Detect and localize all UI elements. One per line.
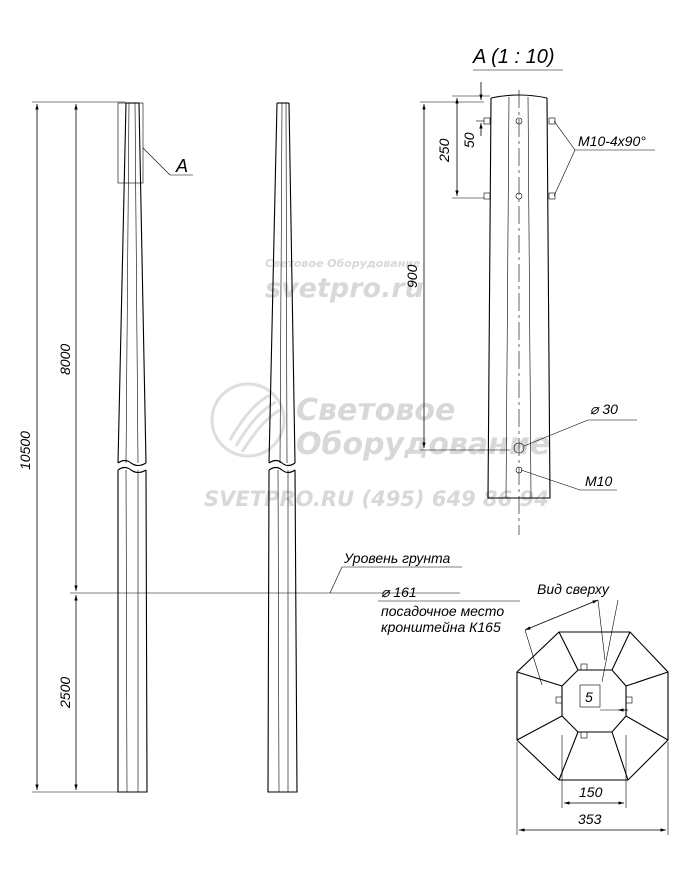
ground-annotations: Уровень грунта ⌀ 161 посадочное место кр… bbox=[329, 550, 520, 635]
dim-inner-label: 150 bbox=[579, 784, 603, 800]
thickness-label: 5 bbox=[585, 689, 593, 705]
watermark-company-small: Световое Оборудование bbox=[265, 257, 421, 270]
detail-title: A (1 : 10) bbox=[472, 46, 555, 68]
ground-level-label: Уровень грунта bbox=[343, 550, 451, 566]
detail-a-frame bbox=[117, 102, 144, 184]
detail-a: A (1 : 10) 250 50 900 M10-4x90° bbox=[404, 46, 655, 535]
dim-250-label: 250 bbox=[436, 138, 452, 163]
watermark-word1: Световое bbox=[296, 393, 455, 428]
dim-above-label: 8000 bbox=[57, 344, 73, 375]
watermark-logo-icon bbox=[210, 382, 286, 458]
pole-side-view bbox=[267, 102, 298, 793]
m10-label: M10 bbox=[585, 473, 612, 489]
top-view: Вид сверху 5 150 bbox=[516, 581, 669, 835]
diameter-label: ⌀ 161 bbox=[381, 584, 417, 600]
hole-label: ⌀ 30 bbox=[590, 401, 618, 417]
bolts-label: M10-4x90° bbox=[578, 133, 646, 149]
watermark-word2: Оборудование bbox=[296, 427, 550, 462]
side-dimensions: 10500 8000 2500 bbox=[17, 101, 460, 793]
dim-50-label: 50 bbox=[461, 132, 477, 148]
dim-outer-label: 353 bbox=[578, 811, 602, 827]
watermark-site-phone: SVETPRO.RU (495) 649 86 94 bbox=[204, 487, 549, 511]
dim-below-label: 2500 bbox=[57, 677, 73, 709]
pole-front-view: A bbox=[117, 102, 193, 793]
top-view-title: Вид сверху bbox=[537, 581, 610, 597]
watermark: Световое Оборудование svetpro.ru Светово… bbox=[204, 257, 550, 511]
callout-a-label: A bbox=[175, 156, 188, 176]
seat-note-line1: посадочное место bbox=[381, 603, 504, 619]
dim-total-label: 10500 bbox=[17, 431, 33, 470]
watermark-site-small: svetpro.ru bbox=[265, 273, 424, 304]
dim-900-label: 900 bbox=[404, 264, 420, 288]
seat-note-line2: кронштейна К165 bbox=[381, 619, 501, 635]
